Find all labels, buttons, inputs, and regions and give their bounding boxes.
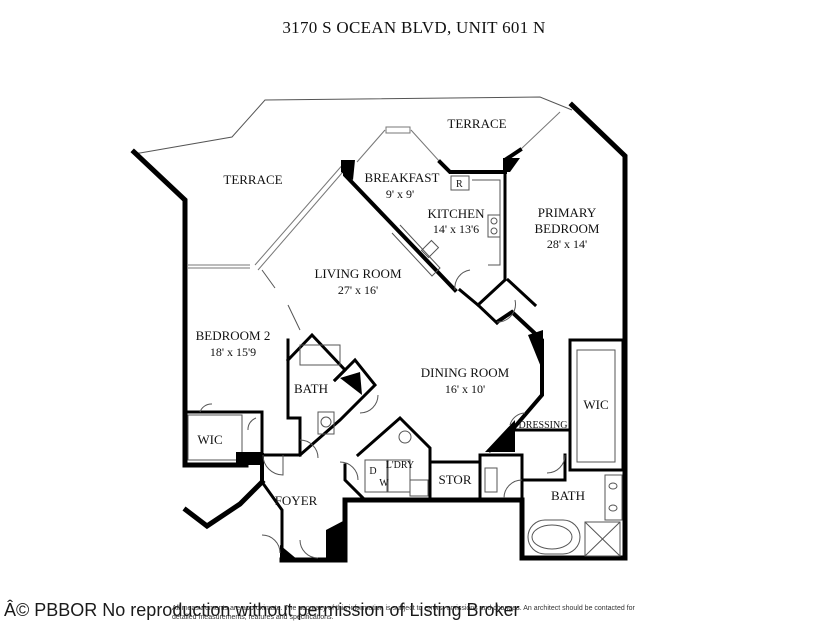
kitchen-dims: 14' x 13'6: [433, 222, 479, 236]
laundry-label: L'DRY: [386, 460, 414, 471]
refrigerator-label: R: [456, 179, 463, 190]
bedroom2-dims: 18' x 15'9: [210, 345, 256, 359]
glass-walls: [188, 111, 561, 271]
room-labels: TERRACE TERRACE BREAKFAST 9' x 9' KITCHE…: [196, 116, 609, 508]
kitchen-label: KITCHEN: [427, 206, 485, 221]
breakfast-label: BREAKFAST: [365, 170, 440, 185]
watermark-text: Â© PBBOR No reproduction without permiss…: [4, 600, 520, 620]
bath-left-label: BATH: [294, 381, 328, 396]
primary-bedroom-label-1: PRIMARY: [538, 205, 597, 220]
bedroom2-label: BEDROOM 2: [196, 328, 271, 343]
interior-walls: [183, 147, 625, 562]
primary-bedroom-dims: 28' x 14': [547, 237, 587, 251]
washer-label: W: [379, 478, 389, 489]
primary-bedroom-label-2: BEDROOM: [534, 221, 599, 236]
floor-plan: 3170 S OCEAN BLVD, UNIT 601 N: [130, 18, 628, 563]
disclaimer-text: All measurements are approximate. The ac…: [172, 605, 635, 621]
living-room-dims: 27' x 16': [338, 283, 378, 297]
plan-title: 3170 S OCEAN BLVD, UNIT 601 N: [282, 18, 545, 37]
dining-room-label: DINING ROOM: [421, 365, 510, 380]
wic-right-label: WIC: [583, 397, 608, 412]
kitchen-fixtures: R: [391, 175, 501, 277]
living-room-label: LIVING ROOM: [314, 266, 401, 281]
door-swings: [199, 269, 566, 559]
foyer-label: FOYER: [275, 493, 318, 508]
wic-left-label: WIC: [197, 432, 222, 447]
stor-label: STOR: [439, 472, 472, 487]
bath-right-label: BATH: [551, 488, 585, 503]
refrigerator-box: [450, 175, 470, 191]
terrace-left-label: TERRACE: [223, 172, 282, 187]
terrace-top-label: TERRACE: [447, 116, 506, 131]
dining-room-dims: 16' x 10': [445, 382, 485, 396]
dryer-label: D: [369, 466, 376, 477]
dressing-label: DRESSING: [519, 420, 568, 431]
breakfast-dims: 9' x 9': [386, 187, 414, 201]
